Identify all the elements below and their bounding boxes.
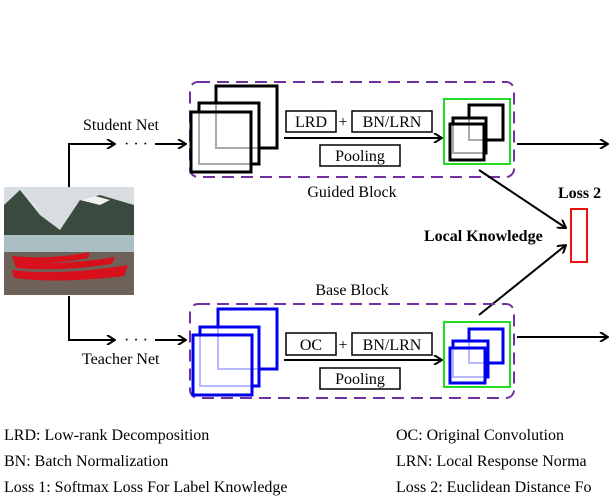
pooling-label: Pooling: [335, 371, 385, 388]
teacher-net-label: Teacher Net: [82, 351, 160, 368]
base-block-label: Base Block: [315, 282, 388, 299]
bn-lrn-box: [351, 332, 433, 356]
pooling-box: [319, 367, 401, 390]
teacher-output-box: [443, 321, 511, 388]
lrd-box: [285, 110, 337, 133]
student-net-label: Student Net: [83, 117, 160, 134]
bn-lrn-label: BN/LRN: [363, 337, 422, 354]
base-block-border: [189, 303, 515, 399]
student-feature-maps-output: [448, 103, 505, 162]
teacher-feature-maps-output: [448, 327, 505, 385]
oc-label: OC: [300, 337, 322, 354]
bn-lrn-box: [351, 110, 433, 133]
lrd-label: LRD: [295, 114, 327, 131]
pooling-label: Pooling: [335, 148, 385, 165]
teacher-dots: · · ·: [124, 332, 148, 349]
teacher-input-arrow: [68, 296, 115, 340]
legend-item: OC: Original Convolution: [396, 427, 564, 444]
legend-item: LRD: Low-rank Decomposition: [4, 427, 209, 444]
student-output-box: [443, 98, 511, 165]
bn-lrn-label: BN/LRN: [363, 114, 422, 131]
legend-item: LRN: Local Response Norma: [396, 453, 587, 470]
legend-item: Loss 1: Softmax Loss For Label Knowledge: [4, 479, 288, 496]
loss2-label: Loss 2: [558, 185, 601, 202]
legend: LRD: Low-rank Decomposition BN: Batch No…: [4, 427, 592, 496]
pooling-box: [319, 144, 401, 167]
student-dots: · · ·: [124, 136, 148, 153]
plus-sign: +: [338, 114, 347, 131]
legend-item: BN: Batch Normalization: [4, 453, 168, 470]
student-to-loss-arrow: [478, 169, 566, 228]
oc-box: [285, 332, 337, 356]
plus-sign: +: [338, 337, 347, 354]
guided-block-label: Guided Block: [307, 184, 396, 201]
legend-item: Loss 2: Euclidean Distance Fo: [396, 479, 592, 496]
local-knowledge-label: Local Knowledge: [424, 228, 543, 245]
student-feature-maps-input: [189, 84, 279, 174]
loss2-box: [570, 208, 588, 263]
student-input-arrow: [68, 144, 115, 187]
input-image: [4, 187, 134, 295]
teacher-feature-maps-input: [191, 307, 279, 397]
